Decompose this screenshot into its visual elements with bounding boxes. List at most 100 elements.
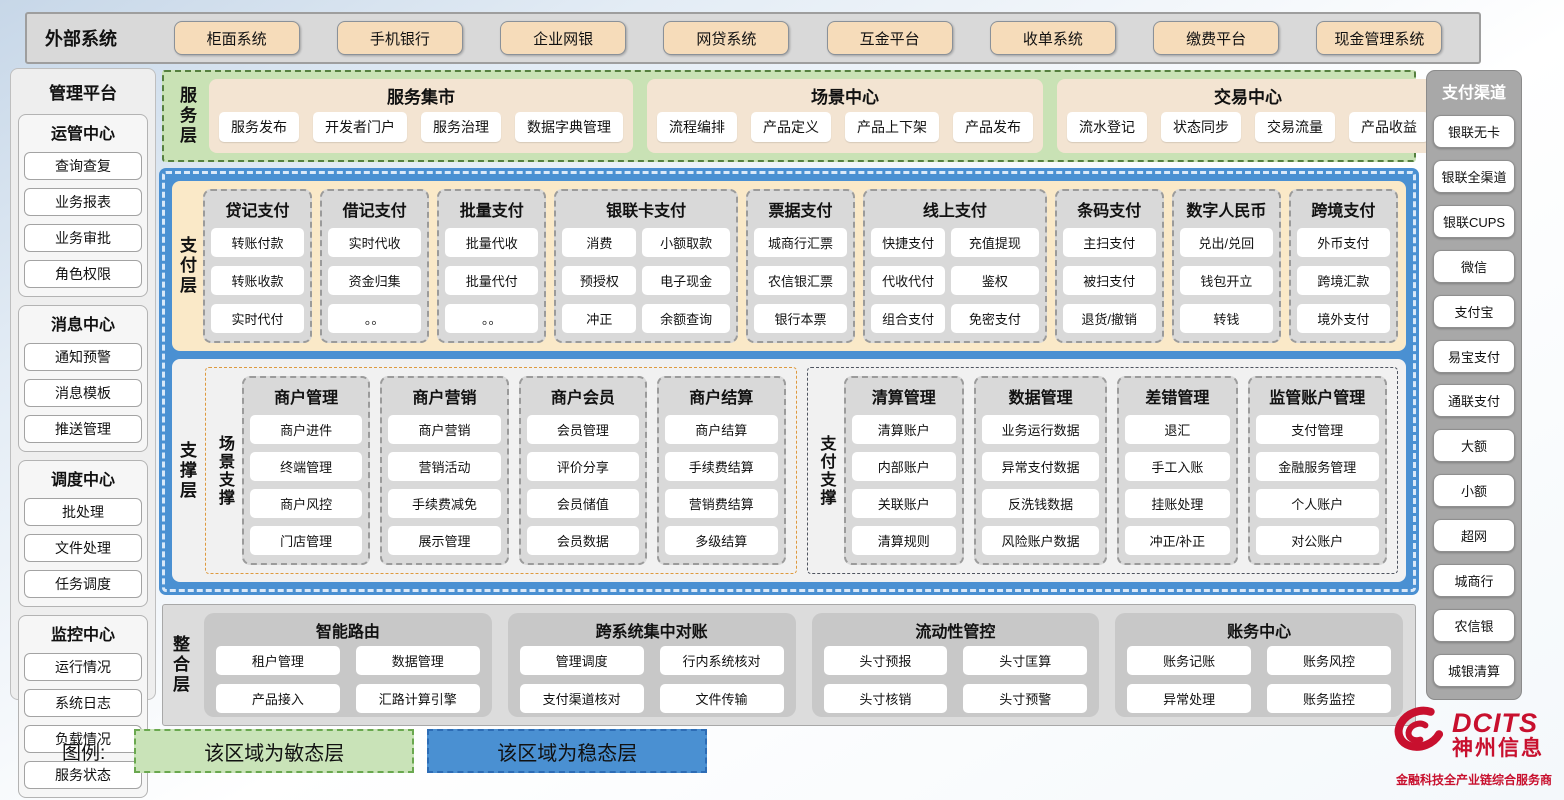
feature-chip: 异常支付数据 — [982, 452, 1100, 481]
feature-chip: 交易流量 — [1255, 111, 1335, 142]
feature-chip: 余额查询 — [642, 304, 730, 333]
external-system-box: 收单系统 — [989, 21, 1116, 55]
integration-group-smart-routing: 智能路由 租户管理 数据管理 产品接入 汇路计算引擎 — [204, 613, 492, 717]
payment-layer-label: 支付层 — [177, 236, 196, 296]
payment-column-digital-rmb: 数字人民币 兑出/兑回 钱包开立 转钱 — [1171, 189, 1281, 343]
payment-channels-panel: 支付渠道 银联无卡 银联全渠道 银联CUPS 微信 支付宝 易宝支付 通联支付 … — [1426, 70, 1522, 700]
logo-company-name: 神州信息 — [1452, 736, 1544, 760]
group-title: 场景中心 — [811, 88, 879, 107]
feature-chip: 任务调度 — [24, 570, 142, 598]
feature-chip: 退货/撤销 — [1062, 304, 1156, 333]
feature-chip: 文件处理 — [24, 534, 142, 562]
payment-column-batch: 批量支付 批量代收 批量代付 。。 — [437, 189, 547, 343]
feature-chip: 流水登记 — [1067, 111, 1147, 142]
support-layer-label: 支撑层 — [177, 440, 196, 501]
feature-chip: 产品上下架 — [845, 111, 939, 142]
payment-channels-title: 支付渠道 — [1441, 85, 1506, 102]
service-layer-label: 服务层 — [177, 86, 196, 146]
feature-chip: 支付管理 — [1255, 415, 1379, 444]
feature-chip: 被扫支付 — [1062, 266, 1156, 295]
support-column-merchant-marketing: 商户营销 商户营销 营销活动 手续费减免 展示管理 — [380, 376, 509, 565]
feature-chip: 会员储值 — [526, 489, 640, 518]
feature-chip: 农信银汇票 — [753, 266, 848, 295]
feature-chip: 电子现金 — [642, 266, 730, 295]
channel-box: 支付宝 — [1433, 294, 1515, 328]
feature-chip: 角色权限 — [24, 260, 142, 288]
feature-chip: 外币支付 — [1296, 228, 1390, 257]
group-title: 跨系统集中对账 — [595, 624, 708, 641]
payment-column-online: 线上支付 快捷支付 充值提现 代收代付 鉴权 组合支付 免密支付 — [863, 189, 1047, 343]
feature-chip: 手工入账 — [1125, 452, 1230, 481]
feature-chip: 风险账户数据 — [982, 526, 1100, 555]
channel-box: 易宝支付 — [1433, 339, 1515, 373]
external-system-box: 现金管理系统 — [1316, 21, 1443, 55]
feature-chip: 开发者门户 — [313, 111, 407, 142]
feature-chip: 代收代付 — [871, 266, 946, 295]
feature-chip: 头寸匡算 — [963, 646, 1088, 675]
feature-chip: 账务风控 — [1267, 646, 1391, 675]
column-title: 跨境支付 — [1311, 203, 1376, 220]
support-column-regulatory-account: 监管账户管理 支付管理 金融服务管理 个人账户 对公账户 — [1247, 376, 1387, 565]
feature-chip: 转账收款 — [211, 266, 305, 295]
feature-chip: 服务状态 — [24, 761, 142, 789]
integration-group-accounting: 账务中心 账务记账 账务风控 异常处理 账务监控 — [1115, 613, 1403, 717]
feature-chip: 评价分享 — [526, 452, 640, 481]
feature-chip: 展示管理 — [388, 526, 501, 555]
feature-chip: 文件传输 — [659, 684, 784, 713]
management-group-operations: 运管中心 查询查复 业务报表 业务审批 角色权限 — [18, 114, 148, 297]
feature-chip: 服务发布 — [219, 111, 299, 142]
service-group-market: 服务集市 服务发布 开发者门户 服务治理 数据字典管理 — [209, 79, 633, 153]
feature-chip: 清算账户 — [851, 415, 957, 444]
external-system-box: 手机银行 — [336, 21, 463, 55]
column-title: 商户结算 — [689, 390, 754, 407]
feature-chip: 商户结算 — [665, 415, 778, 444]
column-title: 线上支付 — [922, 203, 987, 220]
feature-chip: 商户进件 — [250, 415, 363, 444]
channel-box: 银联CUPS — [1433, 204, 1515, 238]
architecture-main: 服务层 服务集市 服务发布 开发者门户 服务治理 数据字典管理 场景中心 流程编… — [162, 70, 1439, 726]
feature-chip: 清算规则 — [851, 526, 957, 555]
feature-chip: 运行情况 — [24, 653, 142, 681]
feature-chip: 汇路计算引擎 — [355, 684, 480, 713]
channel-box: 农信银 — [1433, 609, 1515, 643]
channel-box: 大额 — [1433, 429, 1515, 463]
group-title: 流动性管控 — [915, 624, 996, 641]
integration-group-reconciliation: 跨系统集中对账 管理调度 行内系统核对 支付渠道核对 文件传输 — [507, 613, 796, 717]
feature-chip: 负载情况 — [24, 725, 142, 753]
support-layer-band: 支撑层 场景支撑 商户管理 商户进件 终端管理 商户风控 门店管理 商户营销 商… — [172, 359, 1406, 582]
feature-chip: 主扫支付 — [1062, 228, 1156, 257]
feature-chip: 产品定义 — [751, 111, 831, 142]
external-system-box: 网贷系统 — [663, 21, 790, 55]
feature-chip: 管理调度 — [519, 646, 644, 675]
payment-column-barcode: 条码支付 主扫支付 被扫支付 退货/撤销 — [1054, 189, 1164, 343]
feature-chip: 钱包开立 — [1179, 266, 1273, 295]
column-title: 差错管理 — [1145, 390, 1210, 407]
legend-agile-layer: 该区域为敏态层 — [134, 729, 415, 773]
management-group-monitoring: 监控中心 运行情况 系统日志 负载情况 服务状态 — [18, 615, 148, 798]
column-title: 商户会员 — [550, 390, 615, 407]
feature-chip: 账务监控 — [1267, 684, 1391, 713]
integration-layer-band: 整合层 智能路由 租户管理 数据管理 产品接入 汇路计算引擎 跨系统集中对账 管… — [162, 604, 1416, 726]
support-column-merchant-mgmt: 商户管理 商户进件 终端管理 商户风控 门店管理 — [242, 376, 371, 565]
feature-chip: 服务治理 — [421, 111, 501, 142]
support-column-merchant-settlement: 商户结算 商户结算 手续费结算 营销费结算 多级结算 — [657, 376, 786, 565]
column-title: 批量支付 — [459, 203, 524, 220]
group-title: 服务集市 — [387, 88, 455, 107]
channel-box: 小额 — [1433, 474, 1515, 508]
payment-column-debit: 借记支付 实时代收 资金归集 。。 — [320, 189, 430, 343]
column-title: 借记支付 — [342, 203, 407, 220]
feature-chip: 头寸核销 — [823, 684, 948, 713]
legend: 图例: 该区域为敏态层 该区域为稳态层 — [62, 729, 708, 773]
feature-chip: 内部账户 — [851, 452, 957, 481]
external-system-box: 柜面系统 — [173, 21, 300, 55]
external-systems-label: 外部系统 — [45, 29, 117, 49]
feature-chip: 系统日志 — [24, 689, 142, 717]
column-title: 清算管理 — [871, 390, 936, 407]
feature-chip: 冲正/补正 — [1125, 526, 1230, 555]
support-column-data: 数据管理 业务运行数据 异常支付数据 反洗钱数据 风险账户数据 — [974, 376, 1108, 565]
channel-box: 银联全渠道 — [1433, 159, 1515, 193]
feature-chip: 反洗钱数据 — [982, 489, 1100, 518]
feature-chip: 批量代收 — [445, 228, 539, 257]
feature-chip: 预授权 — [562, 266, 637, 295]
dcits-swirl-icon — [1388, 702, 1448, 767]
